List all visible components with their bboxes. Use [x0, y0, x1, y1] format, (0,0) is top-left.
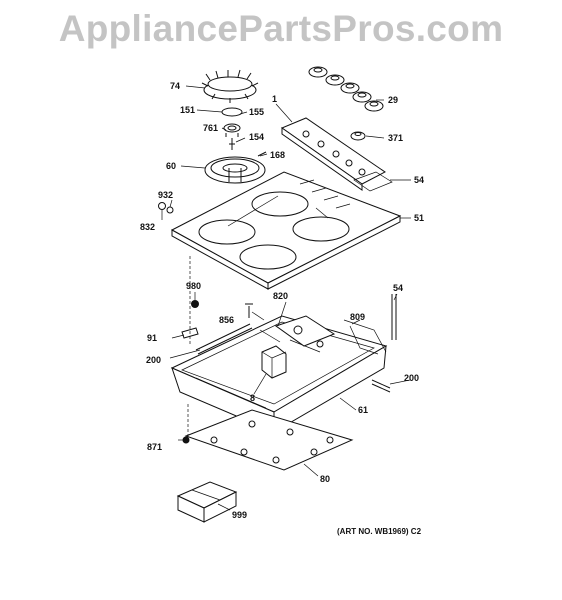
- callout-1: 1: [272, 94, 277, 104]
- bracket-820-part[interactable]: [274, 315, 336, 348]
- callout-51: 51: [414, 213, 424, 223]
- callout-154: 154: [249, 132, 264, 142]
- screw-832-part[interactable]: [158, 202, 166, 210]
- callout-168: 168: [270, 150, 285, 160]
- callout-200-right: 200: [404, 373, 419, 383]
- burner-base-part[interactable]: [204, 156, 266, 184]
- callout-60: 60: [166, 161, 176, 171]
- screw-856-part[interactable]: [245, 303, 253, 318]
- orifice-holder-part[interactable]: [223, 123, 241, 137]
- callout-820: 820: [273, 291, 288, 301]
- callout-932: 932: [158, 190, 173, 200]
- callout-999: 999: [232, 510, 247, 520]
- callout-54-top: 54: [414, 175, 424, 185]
- grommet-980-part[interactable]: [191, 300, 199, 308]
- grommet-871-part[interactable]: [182, 436, 190, 444]
- control-panel-part[interactable]: [280, 117, 386, 191]
- callout-91: 91: [147, 333, 157, 343]
- rod-200-left-part[interactable]: [195, 323, 253, 355]
- art-number-label: (ART NO. WB1969) C2: [337, 527, 422, 536]
- callout-80: 80: [320, 474, 330, 484]
- strip-54-part[interactable]: [391, 294, 397, 340]
- callout-54-right: 54: [393, 283, 403, 293]
- callout-74: 74: [170, 81, 180, 91]
- callout-200-left: 200: [146, 355, 161, 365]
- parts-box-999-part[interactable]: [176, 481, 238, 523]
- callout-871: 871: [147, 442, 162, 452]
- valve-module-part[interactable]: [261, 345, 287, 379]
- callout-151: 151: [180, 105, 195, 115]
- burner-ring-part[interactable]: [221, 107, 243, 117]
- bottom-cover-part[interactable]: [184, 409, 354, 471]
- callout-29: 29: [388, 95, 398, 105]
- watermark-text: AppliancePartsPros.com: [58, 8, 504, 49]
- callout-155: 155: [249, 107, 264, 117]
- callout-856: 856: [219, 315, 234, 325]
- callout-809: 809: [350, 312, 365, 322]
- panel-seal-part[interactable]: [353, 171, 393, 192]
- callout-980: 980: [186, 281, 201, 291]
- callout-371: 371: [388, 133, 403, 143]
- orifice-part[interactable]: [229, 138, 235, 150]
- knob-371-part[interactable]: [350, 131, 366, 141]
- callout-832: 832: [140, 222, 155, 232]
- leader-lines: [161, 85, 411, 511]
- callout-8: 8: [250, 393, 255, 403]
- rod-200-right-part[interactable]: [371, 379, 391, 393]
- callout-761: 761: [203, 123, 218, 133]
- burner-head-part[interactable]: [201, 69, 259, 103]
- screw-168-part[interactable]: [257, 151, 267, 157]
- callout-61: 61: [358, 405, 368, 415]
- control-knobs-part[interactable]: [308, 66, 384, 112]
- cooktop-main-top-part[interactable]: [170, 171, 402, 290]
- screw-932-part[interactable]: [166, 206, 174, 214]
